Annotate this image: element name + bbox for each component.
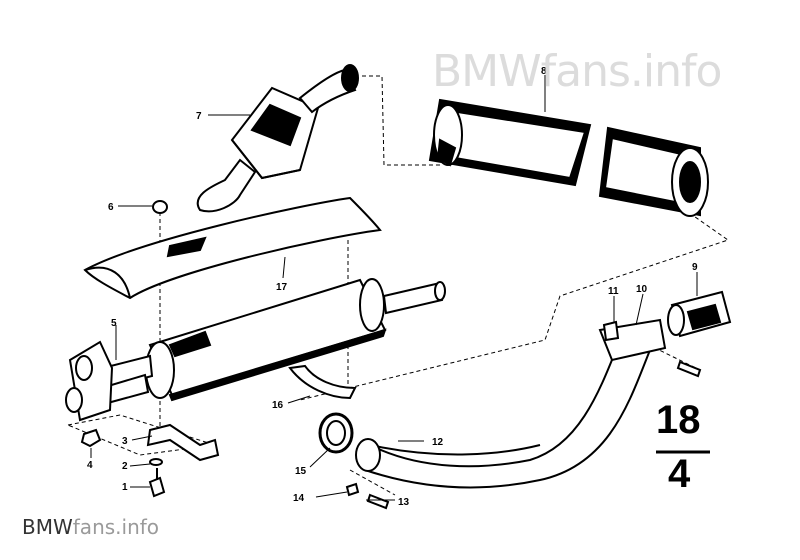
part-callouts: 7 8 6 17 5 3 2 1 4 16 15 12 14 13 11 10 … <box>87 66 698 508</box>
group-number-main: 18 <box>656 398 701 442</box>
bolt-1[interactable] <box>148 468 166 498</box>
callout-13: 13 <box>398 497 410 508</box>
callout-8: 8 <box>541 66 547 77</box>
leader-lines <box>90 75 698 501</box>
rubber-mount[interactable] <box>152 200 168 214</box>
callout-3: 3 <box>122 436 128 447</box>
callout-17: 17 <box>276 282 288 293</box>
watermark-top: BMWfans.info <box>432 46 723 97</box>
heat-shield[interactable] <box>83 196 382 300</box>
bolt-10[interactable] <box>676 360 702 378</box>
callout-1: 1 <box>122 482 128 493</box>
sealing-ring[interactable] <box>318 412 354 454</box>
watermark-bottom: BMWfans.info <box>22 515 159 539</box>
nut-14[interactable] <box>345 482 360 497</box>
callout-4: 4 <box>87 460 93 471</box>
callout-15: 15 <box>295 466 307 477</box>
callout-16: 16 <box>272 400 284 411</box>
watermark-bottom-suffix: fans.info <box>72 515 160 539</box>
center-silencer[interactable] <box>65 278 446 422</box>
watermark-top-brand: BMW <box>432 46 542 97</box>
callout-7: 7 <box>196 111 202 122</box>
callout-10: 10 <box>636 284 648 295</box>
callout-12: 12 <box>432 437 444 448</box>
washer-2[interactable] <box>149 458 163 466</box>
callout-14: 14 <box>293 493 305 504</box>
callout-2: 2 <box>122 461 128 472</box>
clamp[interactable] <box>602 320 620 342</box>
callout-6: 6 <box>108 202 114 213</box>
rear-pipe[interactable] <box>355 318 667 489</box>
front-silencer[interactable] <box>196 64 359 213</box>
tail-pipe[interactable] <box>667 290 732 338</box>
nut-4[interactable] <box>80 428 102 448</box>
callout-5: 5 <box>111 318 117 329</box>
mounting-bracket[interactable] <box>146 423 220 462</box>
watermark-top-suffix: fans.info <box>540 46 723 97</box>
watermark-bottom-brand: BMW <box>22 515 73 539</box>
callout-9: 9 <box>692 262 698 273</box>
group-number-sub: 4 <box>668 452 691 496</box>
rear-silencer[interactable] <box>428 98 709 217</box>
bolt-13[interactable] <box>366 493 390 510</box>
callout-11: 11 <box>608 286 619 297</box>
strap[interactable] <box>288 364 357 400</box>
